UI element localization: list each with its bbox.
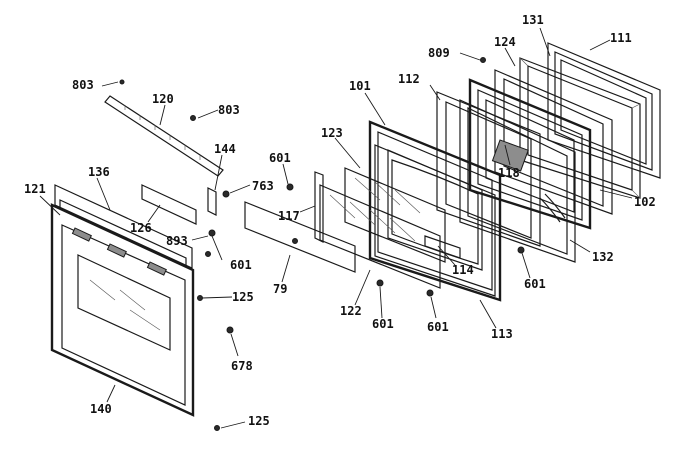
bracket-114	[424, 235, 461, 259]
callout-763: 763	[252, 179, 274, 193]
callout-809: 809	[428, 46, 450, 60]
callout-601-b: 601	[230, 258, 252, 272]
liner-frame-132	[459, 99, 576, 263]
callout-113: 113	[491, 327, 513, 341]
callout-601-e: 601	[427, 320, 449, 334]
inner-door-liner	[468, 78, 592, 230]
callout-601-a: 601	[269, 151, 291, 165]
callout-117: 117	[278, 209, 300, 223]
insulation-frame	[519, 57, 641, 199]
callout-101: 101	[349, 79, 371, 93]
callout-118: 118	[498, 166, 520, 180]
callout-102: 102	[634, 195, 656, 209]
callout-114: 114	[452, 263, 474, 277]
glass-frame-113	[374, 144, 496, 297]
callout-144: 144	[214, 142, 236, 156]
callout-123: 123	[321, 126, 343, 140]
door-inner-panel	[368, 120, 502, 302]
callout-132: 132	[592, 250, 614, 264]
callout-111: 111	[610, 31, 632, 45]
callout-79: 79	[273, 282, 287, 296]
callout-131: 131	[522, 13, 544, 27]
handle-trim-79	[244, 201, 356, 273]
callout-121: 121	[24, 182, 46, 196]
callout-126: 126	[130, 221, 152, 235]
outer-glass-122	[319, 184, 441, 289]
glass-bracket-117	[314, 171, 324, 243]
leader-lines	[39, 27, 633, 429]
callout-140: 140	[90, 402, 112, 416]
screws	[119, 57, 525, 431]
callout-893: 893	[166, 234, 188, 248]
callout-112: 112	[398, 72, 420, 86]
callout-601-c: 601	[524, 277, 546, 291]
outer-door-panel-140	[50, 203, 195, 417]
callout-803-right: 803	[218, 103, 240, 117]
callout-120: 120	[152, 92, 174, 106]
clip-144	[207, 187, 217, 216]
callout-labels: 131 111 809 124 803 120 803 101 112 123 …	[24, 13, 656, 428]
callout-601-d: 601	[372, 317, 394, 331]
callout-678: 678	[231, 359, 253, 373]
inner-glass-123	[344, 167, 446, 263]
handle-bracket-126	[141, 184, 197, 225]
callout-124: 124	[494, 35, 516, 49]
callout-125-b: 125	[248, 414, 270, 428]
window-frame-112	[436, 91, 541, 247]
callout-803-top: 803	[72, 78, 94, 92]
inner-frame-124	[494, 69, 613, 215]
callout-125-a: 125	[232, 290, 254, 304]
callout-136: 136	[88, 165, 110, 179]
callout-122: 122	[340, 304, 362, 318]
rear-outer-panel	[547, 42, 661, 179]
